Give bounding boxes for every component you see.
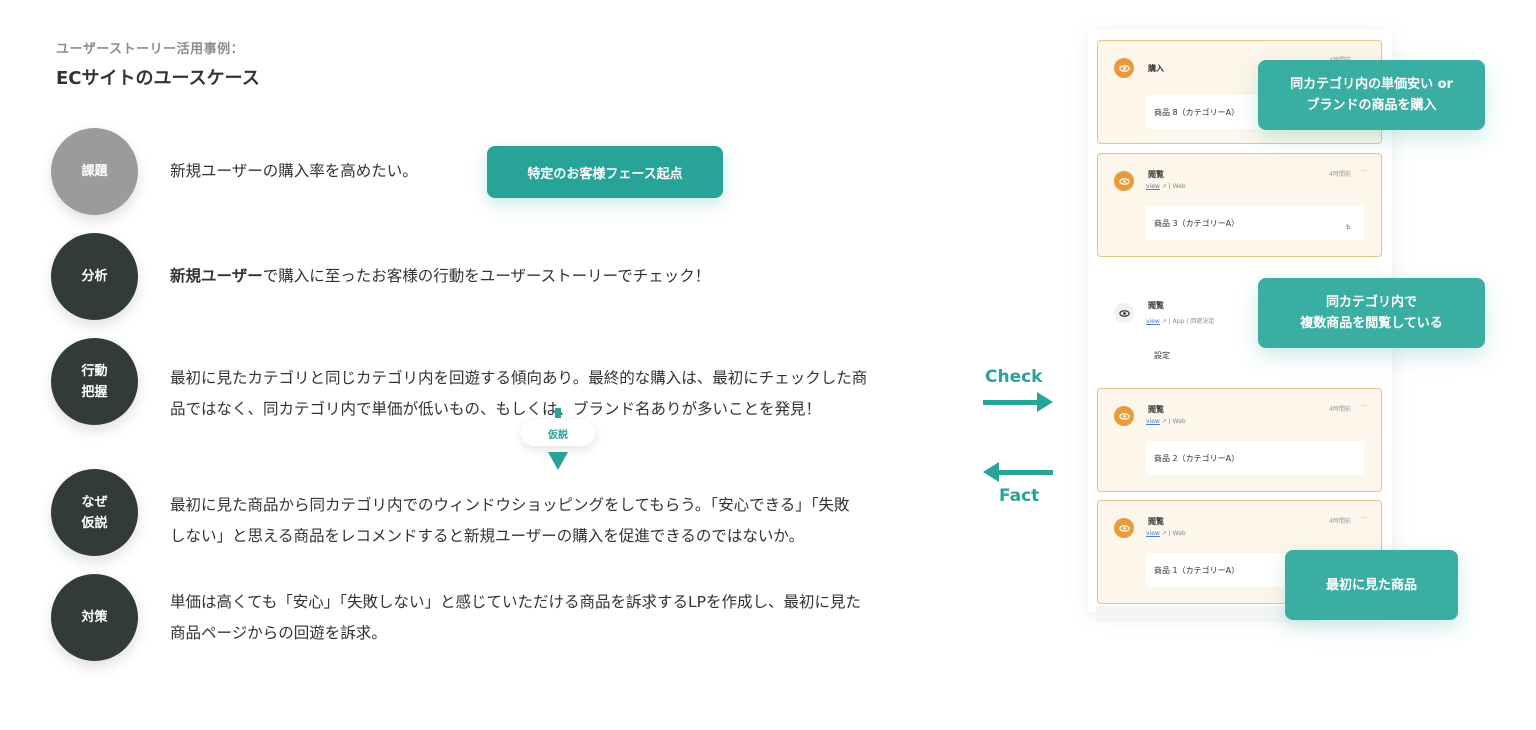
callout-line: 複数商品を閲覧している — [1300, 316, 1443, 331]
eye-icon — [1114, 518, 1134, 538]
view-link[interactable]: view — [1146, 530, 1160, 537]
card-title: 閲覧 — [1148, 301, 1164, 310]
hypothesis-label: 仮説 — [521, 420, 595, 446]
badge-issue: 課題 — [51, 128, 138, 215]
callout-browsing: 同カテゴリ内で 複数商品を閲覧している — [1258, 278, 1485, 348]
card-item: 設定 — [1146, 338, 1364, 372]
badge-label-2: 把握 — [81, 384, 108, 400]
check-label: Check — [985, 367, 1043, 387]
badge-label-1: なぜ — [81, 494, 108, 510]
row-measure-line2: 商品ページからの回遊を訴求。 — [170, 624, 387, 642]
view-link[interactable]: view — [1146, 183, 1160, 190]
row-hypothesis-line2: しない」と思える商品をレコメンドすると新規ユーザーの購入を促進できるのではないか… — [170, 527, 805, 545]
card-item-label: 設定 — [1154, 351, 1170, 360]
row-behavior-text: 最初に見たカテゴリと同じカテゴリ内を回遊する傾向あり。最終的な購入は、最初にチェ… — [170, 363, 960, 425]
badge-hypothesis: なぜ 仮説 — [51, 469, 138, 556]
row-measure-line1: 単価は高くても「安心」「失敗しない」と感じていただける商品を訴求するLPを作成し… — [170, 593, 861, 611]
badge-behavior: 行動 把握 — [51, 338, 138, 425]
fact-arrow-icon — [983, 462, 999, 482]
card-meta-channel: Web — [1172, 183, 1186, 190]
callout-first-item: 最初に見た商品 — [1285, 550, 1458, 620]
card-item-extra: b. — [1346, 224, 1352, 231]
card-title: 購入 — [1148, 64, 1164, 73]
badge-analysis: 分析 — [51, 233, 138, 320]
card-title: 閲覧 — [1148, 405, 1164, 414]
card-meta-channel: App — [1172, 318, 1185, 325]
row-issue-text: 新規ユーザーの購入率を高めたい。 — [170, 162, 418, 180]
check-arrow-icon — [1037, 392, 1053, 412]
fact-arrow-line — [998, 470, 1053, 475]
row-hypothesis-line1: 最初に見た商品から同カテゴリ内でのウィンドウショッピングをしてもらう。「安心でき… — [170, 496, 850, 514]
fact-label: Fact — [999, 486, 1040, 506]
card-time: 4時間前 — [1329, 518, 1351, 525]
badge-label: 対策 — [81, 610, 108, 625]
card-meta-extra: 回遊決定 — [1190, 318, 1215, 325]
card-item-label: 商品 1（カテゴリーA） — [1154, 566, 1240, 575]
eye-icon — [1114, 171, 1134, 191]
card-item: 商品 3（カテゴリーA） b. — [1146, 206, 1364, 240]
badge-label-2: 仮説 — [81, 515, 108, 531]
more-icon[interactable]: ··· — [1360, 402, 1367, 410]
eye-icon — [1114, 406, 1134, 426]
row-hypothesis-text: 最初に見た商品から同カテゴリ内でのウィンドウショッピングをしてもらう。「安心でき… — [170, 490, 960, 552]
row-analysis-rest: で購入に至ったお客様の行動をユーザーストーリーでチェック！ — [262, 267, 711, 285]
hypothesis-connector: 仮説 — [521, 408, 595, 474]
callout-line: 同カテゴリ内の単価安い or — [1290, 77, 1453, 92]
card-title: 閲覧 — [1148, 517, 1164, 526]
card-meta: view ↗ | App | 回遊決定 — [1146, 318, 1215, 325]
row-analysis-text: 新規ユーザーで購入に至ったお客様の行動をユーザーストーリーでチェック！ — [170, 261, 960, 292]
view-link[interactable]: view — [1146, 318, 1160, 325]
section-subtitle: ユーザーストーリー活用事例： — [56, 42, 245, 57]
card-item-label: 商品 3（カテゴリーA） — [1154, 219, 1240, 228]
card-meta: view ↗ | Web — [1146, 418, 1186, 425]
more-icon[interactable]: ··· — [1360, 167, 1367, 175]
row-behavior-line2: 品ではなく、同カテゴリ内で単価が低いもの、もしくは、ブランド名ありが多いことを発… — [170, 400, 822, 418]
badge-measure: 対策 — [51, 574, 138, 661]
card-item-label: 商品 2（カテゴリーA） — [1154, 454, 1240, 463]
card-meta: view ↗ | Web — [1146, 183, 1186, 190]
card-title: 閲覧 — [1148, 170, 1164, 179]
card-time: 4時間前 — [1329, 171, 1351, 178]
card-item-label: 商品 8（カテゴリーA） — [1154, 108, 1240, 117]
timeline-panel-footer — [1096, 606, 1314, 622]
timeline-card-view-3[interactable]: 閲覧 view ↗ | Web 4時間前 ··· 商品 3（カテゴリーA） b. — [1097, 153, 1382, 257]
card-meta-channel: Web — [1172, 530, 1186, 537]
badge-label-1: 行動 — [81, 363, 108, 379]
eye-icon — [1114, 58, 1134, 78]
badge-label: 分析 — [81, 269, 108, 284]
card-item: 商品 2（カテゴリーA） — [1146, 441, 1364, 475]
badge-label: 課題 — [81, 164, 108, 179]
callout-line: 最初に見た商品 — [1325, 577, 1417, 593]
card-meta-channel: Web — [1172, 418, 1186, 425]
row-behavior-line1: 最初に見たカテゴリと同じカテゴリ内を回遊する傾向あり。最終的な購入は、最初にチェ… — [170, 369, 868, 387]
more-icon[interactable]: ··· — [1360, 514, 1367, 522]
callout-line: 同カテゴリ内で — [1325, 295, 1417, 310]
eye-icon — [1114, 303, 1134, 323]
row-analysis-bold: 新規ユーザー — [170, 267, 263, 285]
card-time: 4時間前 — [1329, 406, 1351, 413]
callout-purchase: 同カテゴリ内の単価安い or ブランドの商品を購入 — [1258, 60, 1485, 130]
view-link[interactable]: view — [1146, 418, 1160, 425]
hypothesis-arrow-icon — [548, 452, 568, 470]
hypothesis-bar — [555, 408, 561, 418]
card-meta: view ↗ | Web — [1146, 530, 1186, 537]
page-title: ECサイトのユースケース — [56, 68, 260, 89]
timeline-card-view-2[interactable]: 閲覧 view ↗ | Web 4時間前 ··· 商品 2（カテゴリーA） — [1097, 388, 1382, 492]
check-arrow-line — [983, 400, 1038, 405]
start-point-button[interactable]: 特定のお客様フェース起点 — [487, 146, 723, 198]
callout-line: ブランドの商品を購入 — [1306, 98, 1437, 113]
row-measure-text: 単価は高くても「安心」「失敗しない」と感じていただける商品を訴求するLPを作成し… — [170, 587, 960, 649]
